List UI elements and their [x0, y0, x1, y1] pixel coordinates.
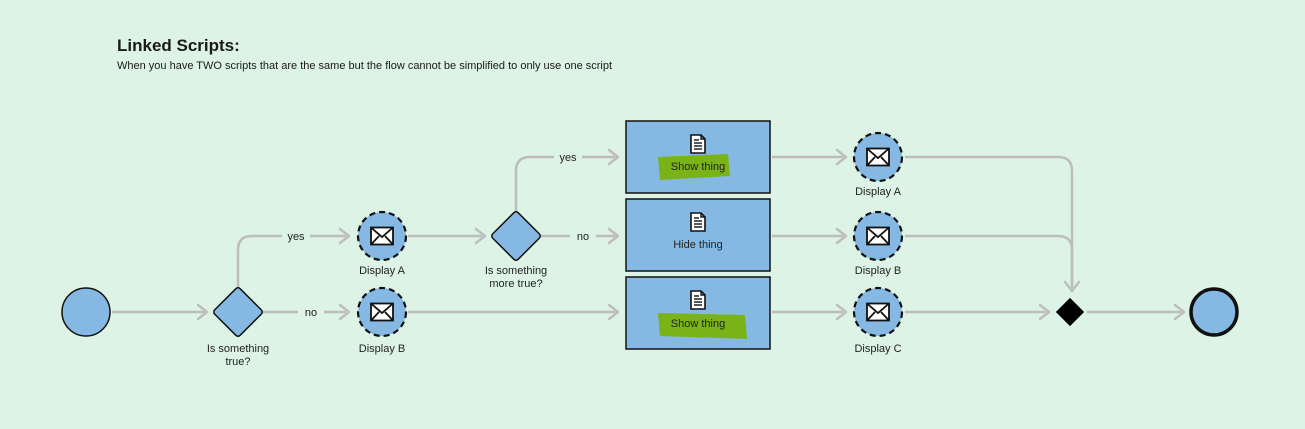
edge-label-yes: yes	[559, 152, 577, 164]
envelope-icon	[866, 226, 890, 246]
envelope-icon	[866, 147, 890, 167]
edge-yes-to-display-a	[236, 234, 346, 287]
edge-labels: yes no yes no	[282, 149, 596, 320]
message-label: Display C	[854, 343, 901, 355]
arrowhead	[1063, 280, 1081, 293]
task-label: Show thing	[671, 318, 725, 330]
task-label: Hide thing	[673, 239, 723, 251]
start-event	[61, 287, 111, 337]
edge-label-yes: yes	[287, 231, 305, 243]
script-task-hide-thing[interactable]: Hide thing	[625, 198, 771, 272]
arrowhead	[338, 227, 351, 245]
gateway-label: Is something	[207, 343, 269, 355]
edge-label-no: no	[305, 307, 317, 319]
edge-label-no: no	[577, 231, 589, 243]
arrowhead	[835, 148, 848, 166]
gateway-label: true?	[225, 356, 250, 368]
arrowhead	[474, 227, 487, 245]
message-label: Display B	[359, 343, 405, 355]
highlight-mark	[658, 313, 747, 339]
arrowhead	[607, 303, 620, 321]
arrowhead	[835, 303, 848, 321]
message-label: Display A	[359, 265, 406, 277]
message-event-display-a-2: Display A	[852, 131, 904, 198]
arrowhead	[196, 303, 209, 321]
envelope-icon	[370, 226, 394, 246]
diagram-subtitle: When you have TWO scripts that are the s…	[117, 60, 613, 72]
highlight-mark	[658, 154, 730, 180]
envelope-icon	[866, 302, 890, 322]
arrowhead	[835, 227, 848, 245]
gateway-is-something-more-true: Is something more true?	[485, 211, 547, 290]
gateway-label: Is something	[485, 265, 547, 277]
merge-gateway	[1055, 297, 1085, 327]
gateway-is-something-true: Is something true?	[207, 287, 269, 368]
message-event-display-b: Display B	[356, 286, 408, 355]
edge-display-b-to-merge	[905, 234, 1074, 288]
arrowhead	[607, 227, 620, 245]
arrowhead	[1173, 303, 1186, 321]
message-label: Display B	[855, 265, 901, 277]
end-event	[1189, 287, 1239, 337]
document-icon	[690, 290, 706, 310]
arrowhead	[1038, 303, 1051, 321]
document-icon	[690, 134, 706, 154]
task-label: Show thing	[671, 161, 725, 173]
arrowhead	[607, 148, 620, 166]
script-task-show-thing-2[interactable]: Show thing	[625, 276, 771, 350]
envelope-icon	[370, 302, 394, 322]
message-event-display-a: Display A	[356, 210, 408, 277]
message-event-display-c: Display C	[852, 286, 904, 355]
edge-yes-to-show-thing	[514, 155, 615, 211]
gateway-label: more true?	[489, 278, 542, 290]
document-icon	[690, 212, 706, 232]
diagram-title: Linked Scripts:	[117, 36, 240, 55]
message-event-display-b-2: Display B	[852, 210, 904, 277]
script-task-show-thing[interactable]: Show thing	[625, 120, 771, 194]
arrowhead	[338, 303, 351, 321]
edge-display-a-to-merge	[905, 155, 1074, 288]
message-label: Display A	[855, 186, 902, 198]
